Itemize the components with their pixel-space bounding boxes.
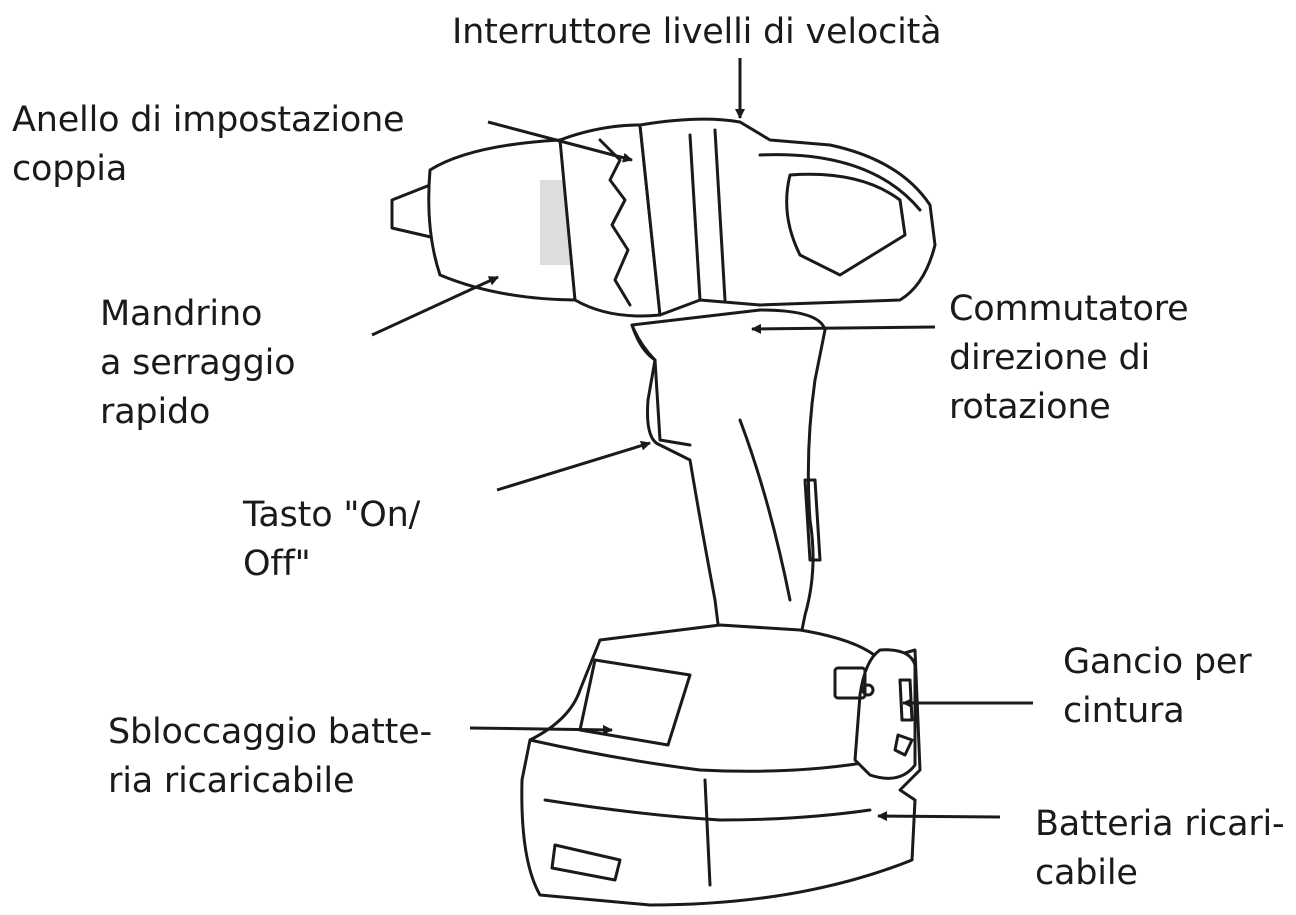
- arrow-chuck: [371, 275, 499, 337]
- label-battery-release: Sbloccaggio batte- ria ricaricabile: [108, 712, 432, 801]
- battery-release-button: [578, 658, 692, 747]
- drill-body: [390, 117, 937, 907]
- label-keyless-chuck: Mandrino a serraggio rapido: [100, 294, 296, 432]
- label-torque-ring: Anello di impostazione coppia: [12, 100, 405, 189]
- leader-arrows: [371, 58, 1033, 822]
- handle: [630, 308, 827, 642]
- arrow-on-off: [496, 440, 651, 492]
- label-direction-switch: Commutatore direzione di rotazione: [949, 289, 1189, 427]
- arrow-battery-release: [469, 724, 613, 735]
- arrow-torque-ring: [487, 120, 633, 163]
- arrow-direction-switch: [751, 323, 936, 334]
- label-belt-clip: Gancio per cintura: [1063, 642, 1252, 731]
- trigger: [630, 323, 692, 447]
- label-battery: Batteria ricari- cabile: [1035, 804, 1285, 893]
- label-speed-switch: Interruttore livelli di velocità: [452, 12, 942, 52]
- arrow-battery: [877, 811, 1001, 822]
- label-on-off-button: Tasto "On/ Off": [243, 495, 421, 584]
